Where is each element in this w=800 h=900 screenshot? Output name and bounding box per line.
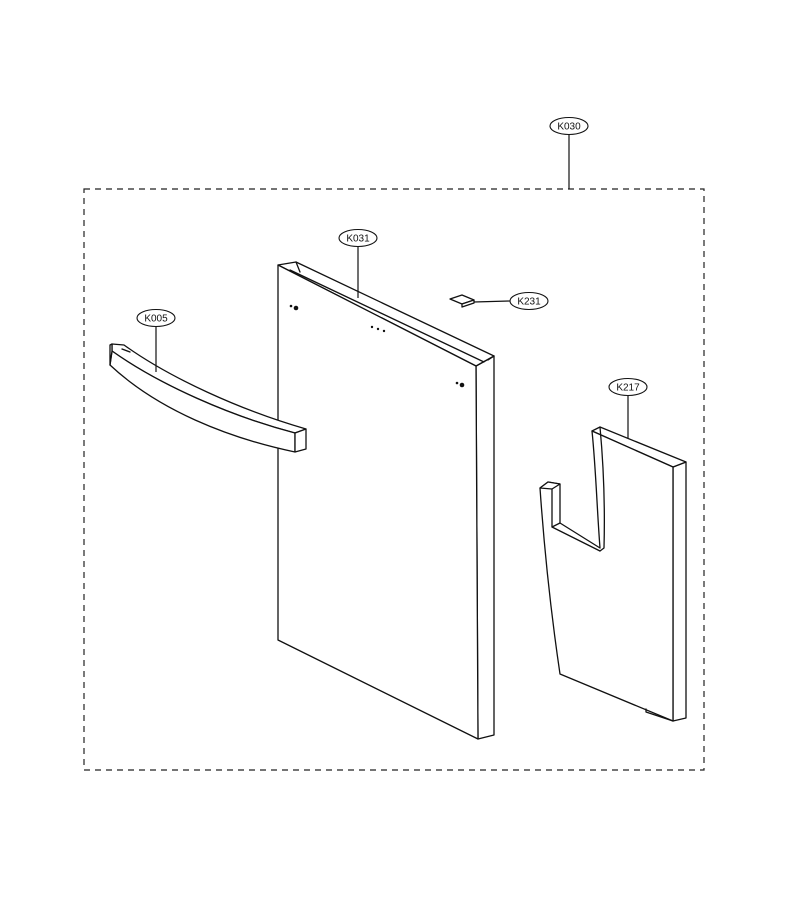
callout-clip: K231 [509,291,549,311]
insulation-part [539,426,687,722]
label-door-panel: K031 [346,234,370,245]
callout-insulation: K217 [608,377,648,438]
door-panel [277,261,495,740]
handle-part [109,343,307,453]
label-clip: K231 [517,297,541,308]
callout-handle: K005 [136,308,176,372]
callout-door-panel: K031 [338,228,378,298]
clip-part [449,294,511,308]
label-insulation: K217 [616,383,640,394]
label-assembly: K030 [557,122,581,133]
assembly-boundary [83,188,705,771]
label-handle: K005 [144,314,168,325]
callout-assembly: K030 [549,116,589,189]
